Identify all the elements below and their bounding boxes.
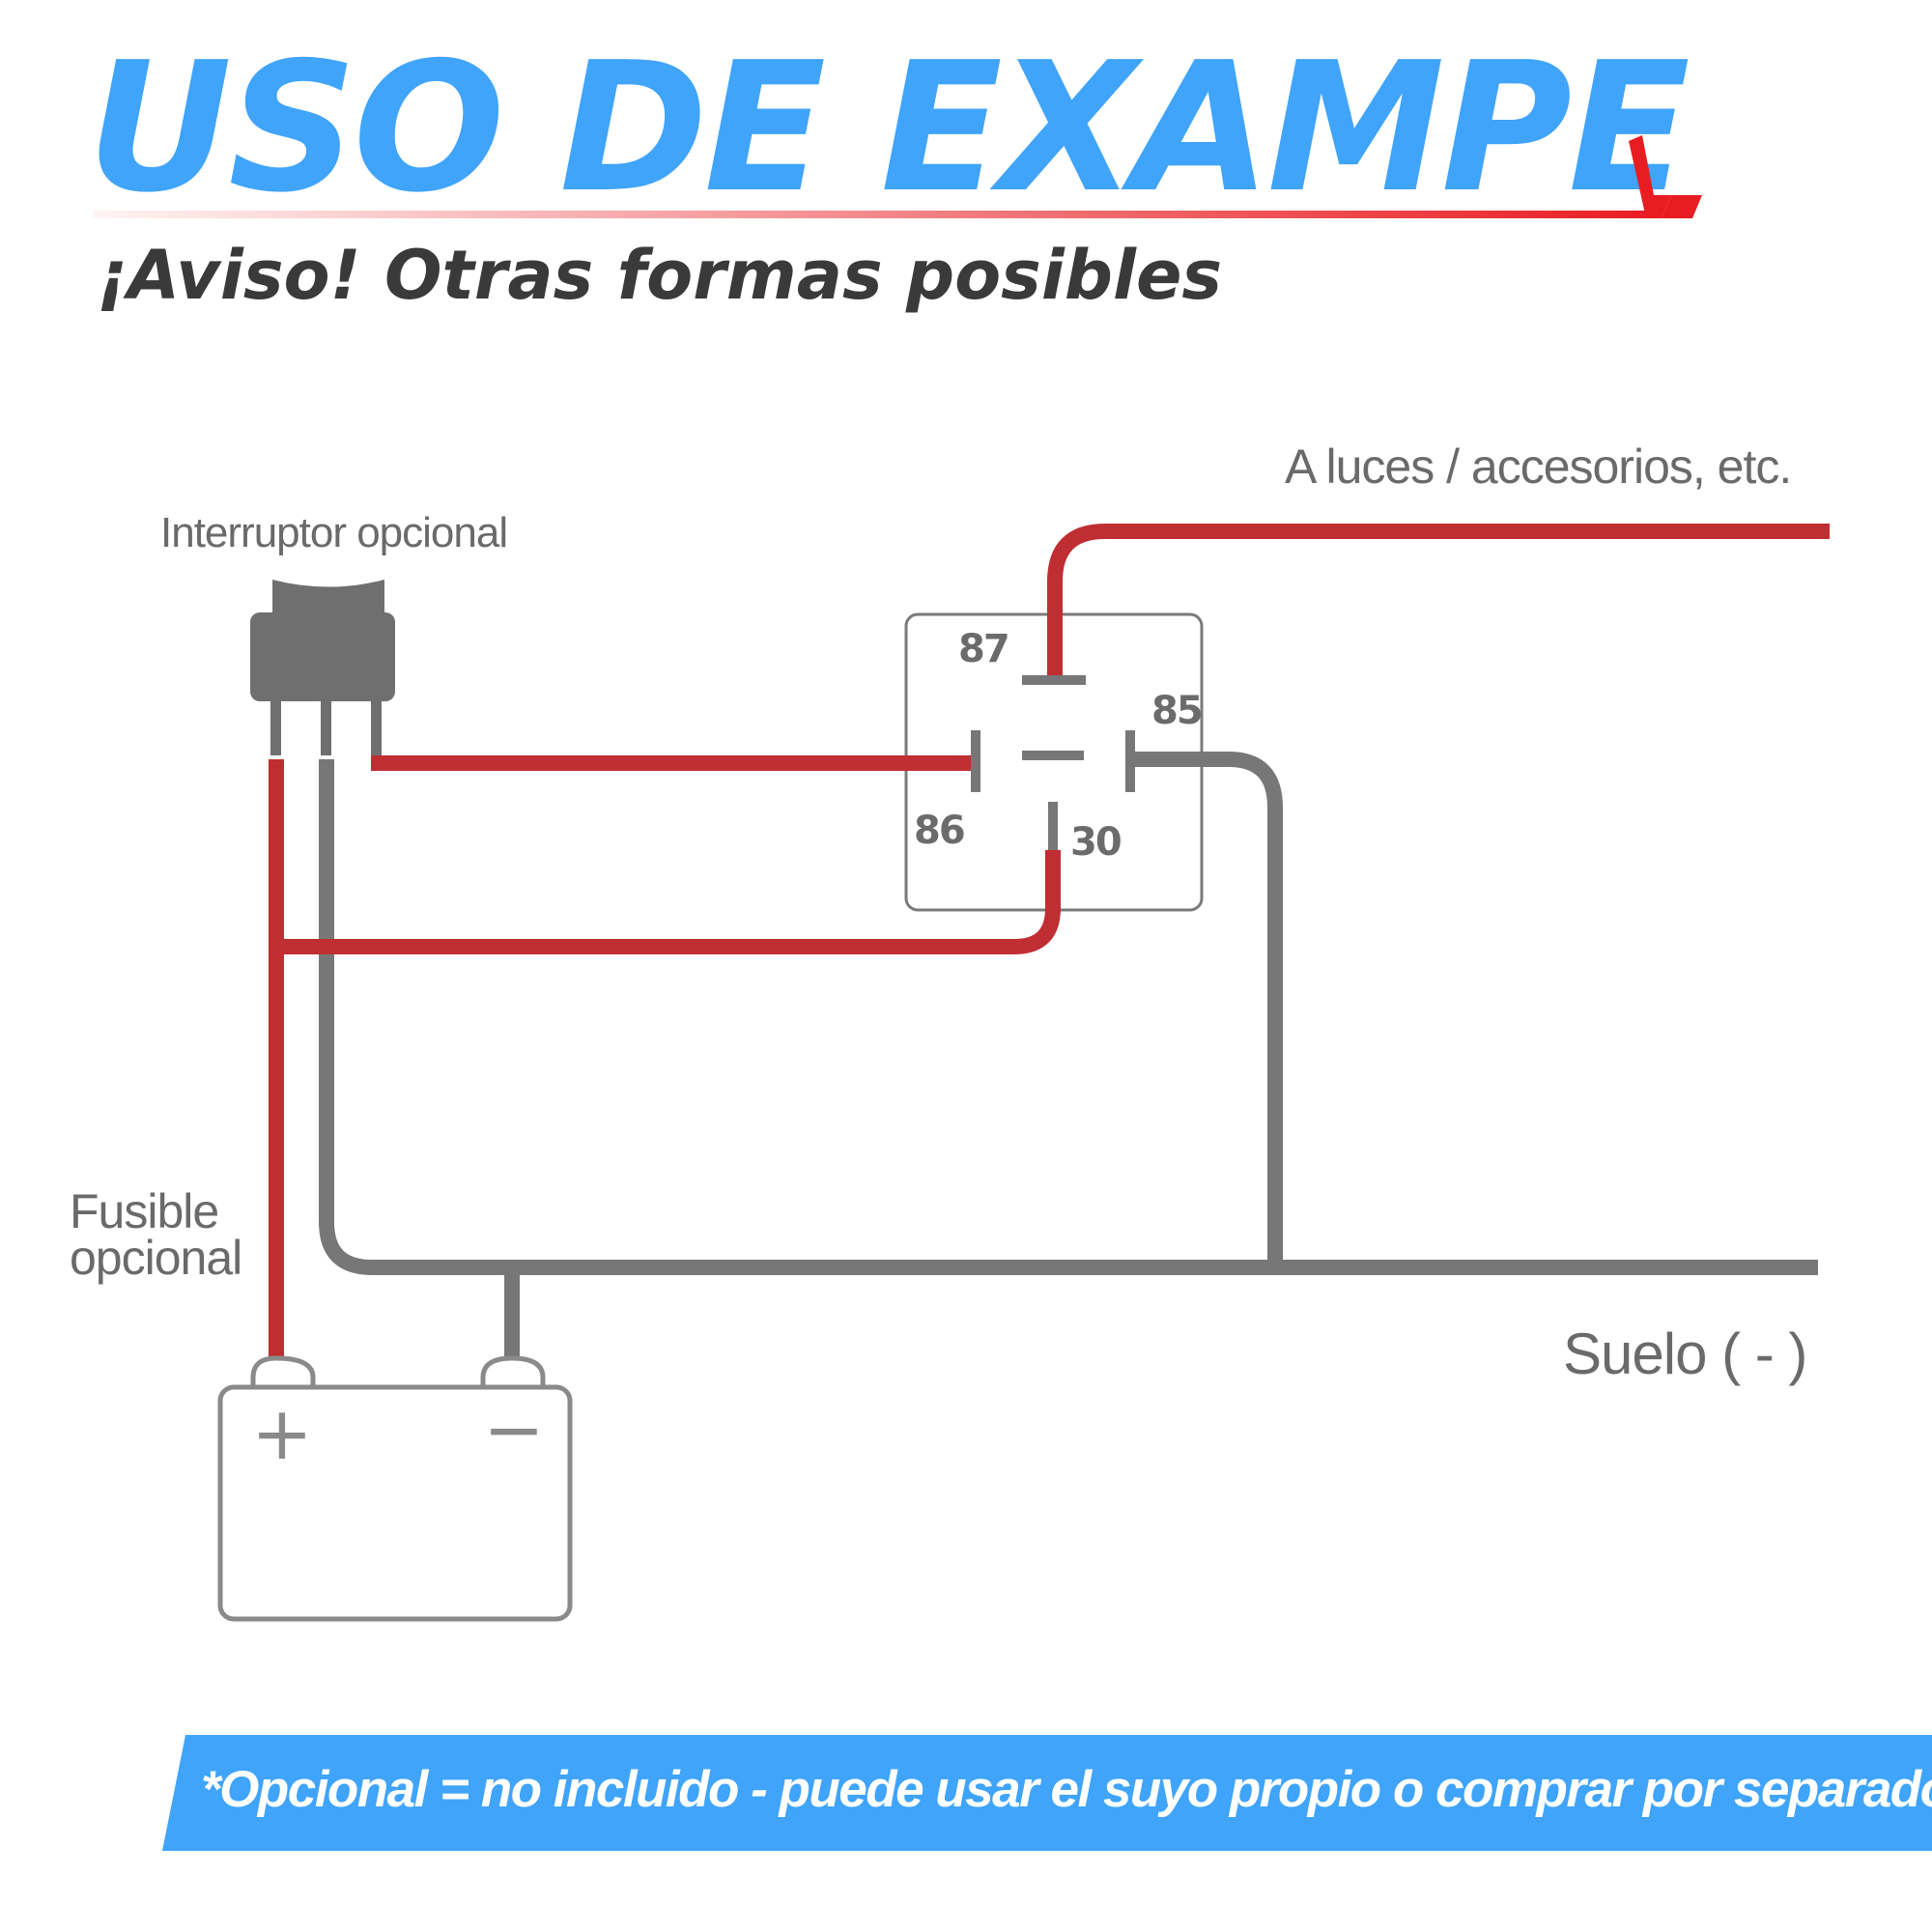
- page-subtitle: ¡Aviso! Otras formas posibles: [97, 236, 1223, 315]
- relay-87-output-wire: [1047, 524, 1830, 680]
- relay-pin-87-label: 87: [958, 627, 1010, 671]
- relay-30-feed-wire: [276, 850, 1061, 954]
- relay-pin-85-label: 85: [1151, 689, 1204, 733]
- footer-banner: [162, 1735, 1932, 1851]
- fuse-label-line1: Fusible: [70, 1184, 219, 1238]
- battery-positive-symbol: +: [251, 1390, 313, 1476]
- battery-negative-symbol: −: [483, 1386, 545, 1472]
- switch-label: Interruptor opcional: [160, 509, 508, 556]
- output-label: A luces / accesorios, etc.: [1285, 440, 1792, 494]
- relay-pin-86-label: 86: [914, 809, 966, 853]
- title-underline: [93, 211, 1658, 218]
- switch-ground-wire: [319, 759, 1818, 1275]
- footer-note: *Opcional = no incluido - puede usar el …: [201, 1761, 1932, 1818]
- relay-85-ground-wire: [1132, 752, 1283, 1267]
- relay-pin-30-label: 30: [1070, 820, 1122, 865]
- switch-icon: [250, 580, 395, 755]
- ground-label: Suelo ( - ): [1563, 1321, 1807, 1386]
- flag-accent-icon: [1629, 135, 1702, 218]
- fuse-label-line2: opcional: [70, 1231, 242, 1285]
- battery-icon: [217, 1355, 573, 1622]
- page-title: USO DE EXAMPE: [87, 23, 1690, 232]
